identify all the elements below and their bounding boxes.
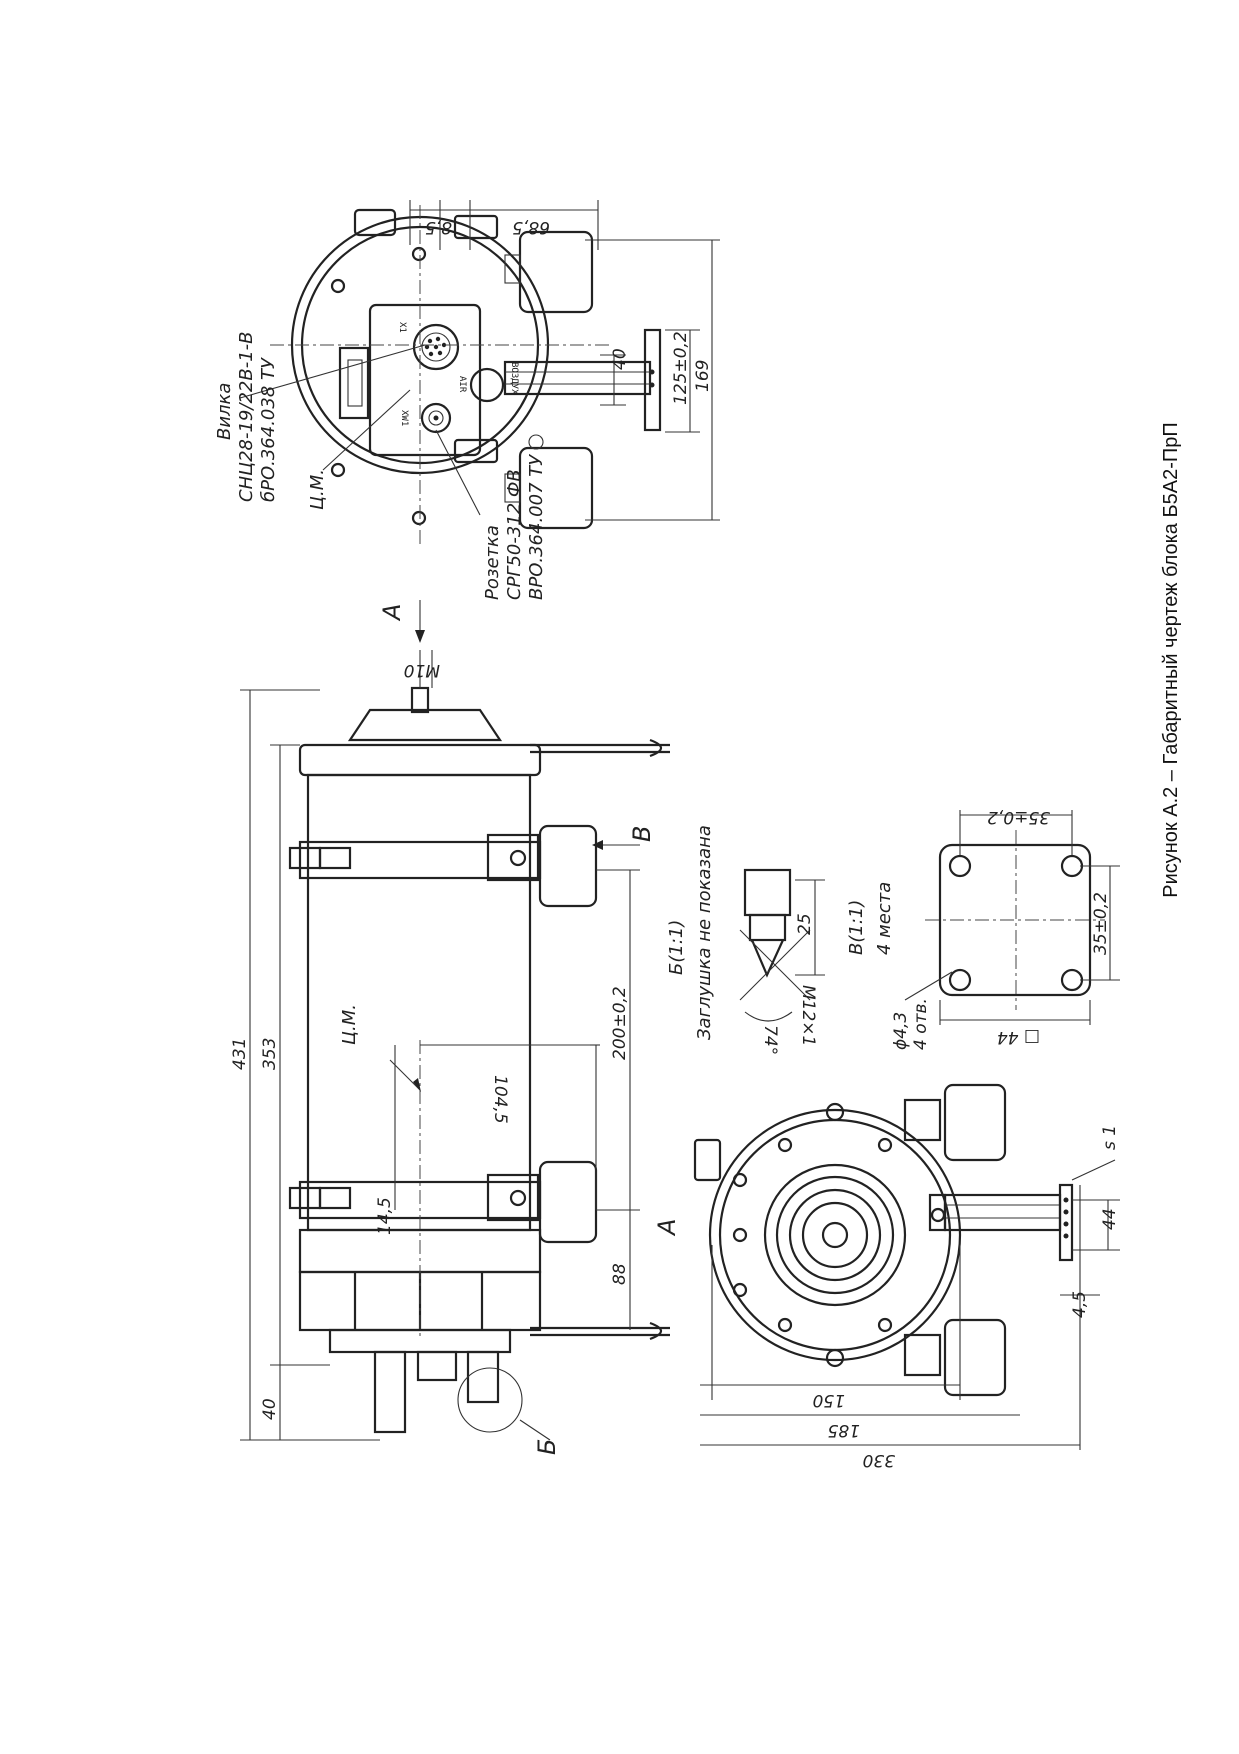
- dim-flange-35-a: 35±0,2: [987, 807, 1050, 827]
- dim-104-5: 104,5: [490, 1075, 510, 1124]
- upper-clamp: [288, 824, 598, 908]
- dim-end-330: 330: [863, 1450, 895, 1470]
- view-a-label-top: А: [378, 604, 406, 622]
- mark-vozduh: ВОЗДУХ: [509, 362, 519, 395]
- end-view: [693, 1083, 1120, 1450]
- dim-125: 125±0,2: [671, 331, 691, 405]
- mark-xw1: XW1: [399, 410, 409, 426]
- center-mass-side-label: Ц.М.: [339, 1004, 360, 1045]
- top-view: [239, 200, 720, 545]
- view-a-label-side: А: [653, 1219, 681, 1237]
- side-view: [240, 650, 670, 1441]
- detail-v: [904, 810, 1120, 1025]
- mark-air: AIR: [457, 376, 467, 393]
- dim-169: 169: [693, 360, 713, 392]
- detail-b: [739, 868, 825, 1022]
- plug-title: Вилка: [214, 383, 235, 440]
- dim-40-side: 40: [260, 1398, 280, 1420]
- section-b-note: Заглушка не показана: [694, 825, 715, 1040]
- dim-end-44: 44: [1100, 1208, 1120, 1230]
- socket-type: СРГ50-312 ФВ: [504, 469, 525, 600]
- dim-flange-35-b: 35±0,2: [1091, 892, 1111, 955]
- mark-x1: X1: [397, 322, 407, 333]
- dim-68-5: 68,5: [512, 217, 550, 237]
- dim-8-5: 8,5: [425, 217, 452, 237]
- thickness-label: s 1: [1100, 1125, 1120, 1150]
- center-mass-label: Ц.М.: [307, 469, 328, 510]
- figure-caption: Рисунок А.2 – Габаритный чертеж блока Б5…: [1160, 422, 1182, 898]
- dim-flange-44: □ 44: [997, 1027, 1040, 1047]
- holes-count: 4 отв.: [911, 998, 931, 1050]
- section-b-title: Б(1:1): [666, 920, 687, 975]
- dim-200: 200±0,2: [610, 986, 630, 1060]
- section-v-note: 4 места: [874, 882, 895, 955]
- dim-74: 74°: [760, 1025, 780, 1055]
- dim-25: 25: [795, 913, 815, 935]
- dim-88: 88: [610, 1263, 630, 1285]
- socket-spec: ВРО.364.007 ТУ: [526, 454, 547, 600]
- dim-m10: М10: [404, 660, 440, 680]
- plug-type: СНЦ28-19/22В-1-В: [236, 332, 257, 503]
- plug-spec: бРО.364.038 ТУ: [258, 357, 279, 502]
- view-a-arrow: [415, 600, 425, 643]
- section-v-title: В(1:1): [846, 900, 867, 955]
- holes-diameter: ϕ4,3: [891, 1012, 911, 1050]
- dim-end-150: 150: [813, 1390, 845, 1410]
- socket-title: Розетка: [482, 525, 503, 600]
- dim-m12: М12×1: [798, 985, 818, 1046]
- dim-353: 353: [260, 1038, 280, 1070]
- dim-40-top: 40: [610, 348, 630, 370]
- view-b-label-side: В: [628, 826, 656, 842]
- dim-end-4-5: 4,5: [1070, 1291, 1090, 1318]
- dim-14-5: 14,5: [375, 1197, 395, 1235]
- dim-431: 431: [230, 1038, 250, 1070]
- dim-end-185: 185: [828, 1420, 860, 1440]
- view-b-label-bottom: Б: [533, 1439, 561, 1455]
